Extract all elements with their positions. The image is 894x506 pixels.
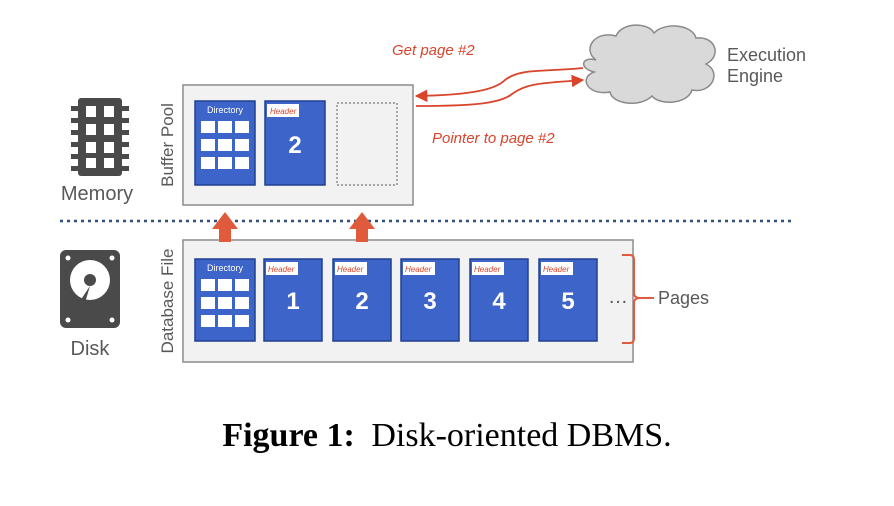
execution-engine-label-line2: Engine [727, 66, 783, 86]
directory-label: Directory [207, 263, 244, 273]
empty-frame [336, 102, 398, 186]
disk-page-3: Header 3 [400, 258, 460, 342]
page-number: 2 [355, 288, 368, 315]
page-header-label: Header [337, 265, 364, 274]
page-header-label: Header [270, 107, 297, 116]
load-arrow-directory [212, 212, 238, 242]
page-number: 3 [423, 288, 436, 315]
database-file-label: Database File [158, 249, 177, 354]
pages-label: Pages [658, 288, 709, 308]
buffer-pool-page: Header 2 [264, 100, 326, 186]
disk-page-4: Header 4 [469, 258, 529, 342]
page-number: 2 [288, 132, 301, 159]
page-header-label: Header [543, 265, 570, 274]
more-pages-ellipsis: … [608, 286, 628, 308]
execution-engine-label-line1: Execution [727, 45, 806, 65]
page-number: 1 [286, 288, 299, 315]
page-header-label: Header [474, 265, 501, 274]
disk-page-5: Header 5 [538, 258, 598, 342]
page-header-label: Header [405, 265, 432, 274]
caption-text: Disk-oriented DBMS. [371, 417, 671, 454]
directory-label: Directory [207, 105, 244, 115]
page-number: 5 [561, 288, 574, 315]
pointer-arrow [415, 74, 585, 107]
pointer-label: Pointer to page #2 [432, 130, 555, 147]
page-number: 4 [492, 288, 506, 315]
memory-chip-icon [71, 98, 129, 176]
cloud-icon [583, 24, 716, 104]
database-file-directory: Directory [194, 258, 256, 342]
buffer-pool-directory: Directory [194, 100, 256, 186]
caption-prefix: Figure 1: [222, 417, 355, 454]
memory-label: Memory [61, 183, 133, 205]
figure-caption: Figure 1: Disk-oriented DBMS. [222, 417, 671, 454]
page-header-label: Header [268, 265, 295, 274]
buffer-pool-label: Buffer Pool [158, 103, 177, 187]
get-page-arrow [414, 67, 584, 103]
disk-page-2: Header 2 [332, 258, 392, 342]
load-arrow-page-2 [349, 212, 375, 242]
disk-page-1: Header 1 [263, 258, 323, 342]
get-page-label: Get page #2 [392, 42, 475, 59]
disk-label: Disk [71, 338, 111, 360]
hard-disk-icon [60, 250, 120, 328]
